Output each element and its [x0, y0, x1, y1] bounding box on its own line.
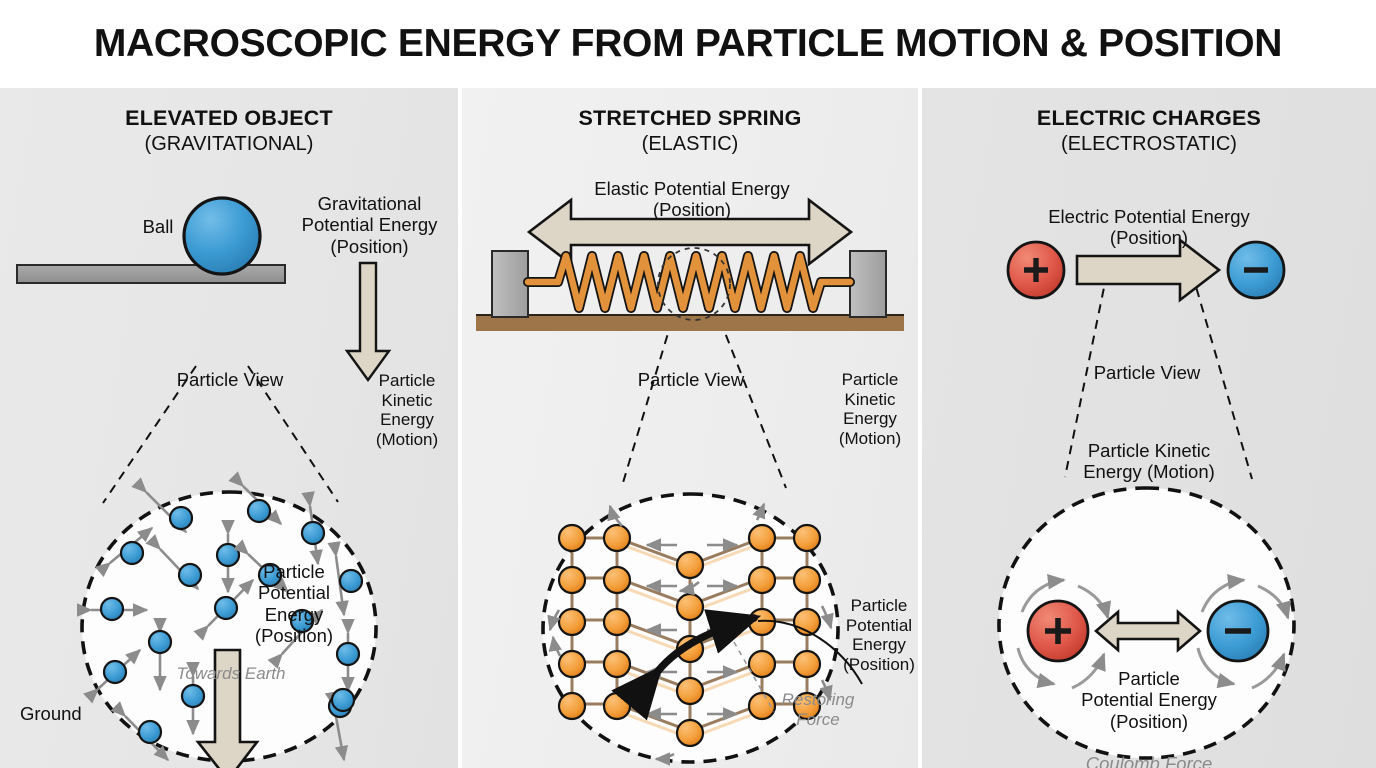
particle-kinetic-energy-label: Particle Kinetic Energy (Motion): [375, 371, 439, 450]
panel-elastic: STRETCHED SPRING (ELASTIC): [462, 88, 918, 768]
panel-gravitational-title: ELEVATED OBJECT: [125, 106, 333, 130]
particle: [193, 578, 255, 641]
panel-gravitational: ELEVATED OBJECT (GRAVITATIONAL): [0, 88, 458, 768]
wall-left: [491, 250, 529, 318]
leader-line-right: [247, 365, 339, 503]
lattice-particle: [602, 607, 632, 637]
lattice-particle: [675, 676, 705, 706]
ball-label: Ball: [142, 216, 174, 237]
lattice-particle: [557, 607, 587, 637]
elastic-pe-double-arrow: [526, 197, 854, 267]
coulomb-force-caption: Coulomb Force: [1085, 753, 1213, 768]
particle-gravity-arrow: [195, 648, 260, 768]
particle-view-label: Particle View: [1093, 362, 1201, 383]
lattice-particle: [675, 550, 705, 580]
electric-pe-arrow-right: [1075, 237, 1222, 303]
particle: [131, 477, 194, 534]
coulomb-force-arrow: [1094, 609, 1202, 653]
particle: [335, 618, 361, 693]
particle-potential-energy-label: Particle Potential Energy (Position): [254, 561, 334, 647]
particle-view-label: Particle View: [637, 369, 745, 390]
page-title: MACROSCOPIC ENERGY FROM PARTICLE MOTION …: [93, 22, 1283, 65]
leader-line-left: [102, 365, 197, 504]
panels-container: ELEVATED OBJECT (GRAVITATIONAL): [0, 88, 1376, 768]
lattice-particle: [602, 523, 632, 553]
gravitational-pe-label: Gravitational Potential Energy (Position…: [301, 193, 438, 257]
restoring-force-caption: Restoring Force: [781, 690, 855, 729]
particle: [180, 661, 206, 736]
particle: [94, 527, 154, 578]
lattice-particle: [792, 649, 822, 679]
particle: [233, 539, 290, 594]
electric-pe-label: Electric Potential Energy (Position): [1048, 206, 1250, 249]
particle: [228, 471, 283, 526]
lattice-particle: [557, 523, 587, 553]
spring-coil: [524, 252, 854, 312]
particle: [83, 648, 142, 704]
plus-icon: [1024, 258, 1048, 282]
particle: [330, 687, 356, 713]
lattice-particle: [557, 565, 587, 595]
lattice-particle: [602, 649, 632, 679]
particle-view-label: Particle View: [176, 369, 284, 390]
particle-kinetic-energy-label: Particle Kinetic Energy (Motion): [1083, 440, 1215, 483]
wall-right: [849, 250, 887, 318]
lattice-particle: [747, 649, 777, 679]
particle-potential-energy-label: Particle Potential Energy (Position): [843, 596, 915, 675]
panel-gravitational-graphics: [16, 196, 392, 768]
leader-line-right: [1191, 272, 1253, 480]
leader-line-left: [621, 319, 673, 487]
lattice-particle: [675, 592, 705, 622]
particle: [76, 596, 149, 622]
panel-elastic-subtitle: (ELASTIC): [641, 133, 739, 155]
page-header: MACROSCOPIC ENERGY FROM PARTICLE MOTION …: [0, 0, 1376, 88]
particle: [147, 617, 173, 692]
ball-object: [182, 196, 262, 276]
particle: [300, 491, 326, 566]
particle: [110, 701, 170, 762]
panel-elastic-heading: STRETCHED SPRING (ELASTIC): [462, 106, 918, 156]
spring-zoom-marker: [657, 247, 731, 321]
panel-electrostatic-title: ELECTRIC CHARGES: [1036, 106, 1262, 130]
lattice-particle: [602, 565, 632, 595]
panel-electrostatic-subtitle: (ELECTROSTATIC): [1061, 133, 1237, 155]
ground-label: Ground: [20, 703, 82, 724]
lattice-particle: [602, 691, 632, 721]
towards-earth-caption: Towards Earth: [176, 664, 286, 683]
panel-electrostatic-heading: ELECTRIC CHARGES (ELECTROSTATIC): [922, 106, 1376, 156]
leader-line-right: [719, 319, 787, 489]
gravity-arrow-down: [344, 261, 392, 383]
panel-elastic-title: STRETCHED SPRING: [578, 106, 802, 130]
particle-potential-energy-label: Particle Potential Energy (Position): [1081, 668, 1217, 732]
motion-arcs: [1016, 574, 1292, 690]
restoring-force-arrow: [611, 609, 762, 721]
particle: [327, 541, 364, 617]
lattice-particle: [792, 691, 822, 721]
panel-elastic-graphics: [476, 197, 904, 766]
panel-gravitational-heading: ELEVATED OBJECT (GRAVITATIONAL): [0, 106, 458, 156]
panel-gravitational-subtitle: (GRAVITATIONAL): [144, 133, 314, 155]
base-plank: [476, 316, 904, 331]
elastic-pe-label: Elastic Potential Energy (Position): [594, 178, 790, 221]
plus-icon: [1045, 618, 1071, 644]
lattice-particle: [747, 565, 777, 595]
lattice-particle: [557, 691, 587, 721]
particle-kinetic-energy-label: Particle Kinetic Energy (Motion): [838, 370, 902, 449]
particle: [267, 608, 324, 669]
particle-pe-pointer: [757, 619, 863, 685]
lattice-particle: [675, 718, 705, 748]
lattice-particle: [792, 523, 822, 553]
panel-electrostatic-graphics: [997, 237, 1296, 760]
panel-electrostatic: ELECTRIC CHARGES (ELECTROSTATIC): [922, 88, 1376, 768]
leader-line-left: [1064, 272, 1108, 478]
restoring-force-pointer: [733, 641, 775, 713]
lattice-particle: [557, 649, 587, 679]
particle-group: [76, 471, 364, 762]
lattice-particle: [792, 565, 822, 595]
lattice-particle: [747, 523, 777, 553]
